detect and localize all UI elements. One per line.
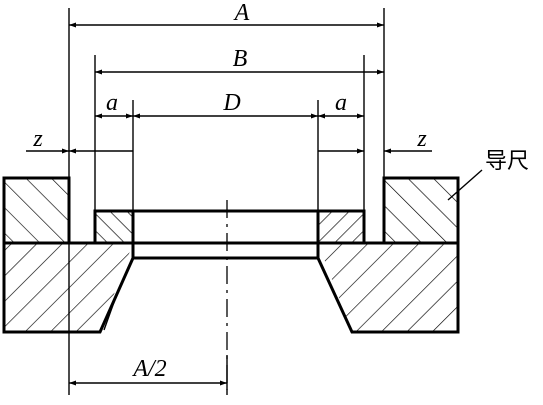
- guide-rail-left: [4, 178, 69, 243]
- dim-label-B: B: [233, 46, 248, 72]
- guide-rail-right: [384, 178, 458, 243]
- guide-rail-leader: [447, 169, 483, 201]
- dim-label-z-left: z: [32, 126, 43, 152]
- dim-label-a-left: a: [106, 90, 118, 116]
- strip-material: [93, 209, 366, 243]
- die-right-section: [318, 243, 458, 332]
- dim-label-a-right: a: [335, 90, 347, 116]
- die-block: [2, 241, 460, 334]
- extension-lines: [68, 8, 385, 395]
- dim-label-D: D: [222, 90, 240, 116]
- dim-label-z-right: z: [416, 126, 427, 152]
- dim-label-A: A: [233, 0, 250, 26]
- guide-rail-label: 导尺: [485, 149, 529, 174]
- dim-label-half-A: A/2: [131, 356, 166, 382]
